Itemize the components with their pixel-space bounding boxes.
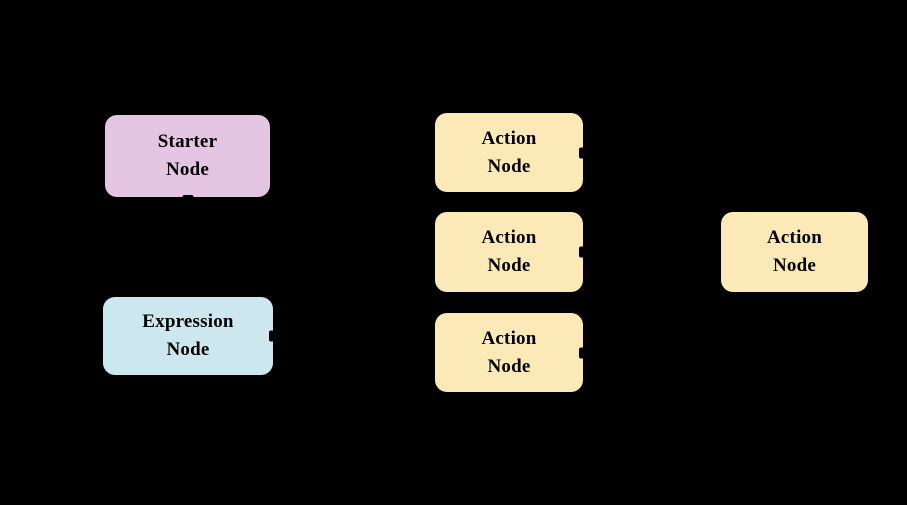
node-label-line-2: Node: [772, 255, 817, 276]
connector-port-right-icon[interactable]: [579, 147, 586, 158]
edge-expression-to-action-1: [272, 152, 435, 337]
node-label-line-1: Action: [481, 327, 537, 349]
node-label-line-1: Action: [766, 227, 823, 249]
node-label-line-2: Node: [487, 255, 531, 276]
edge-expression-to-action-3: [272, 335, 435, 353]
edge-action-3-to-action-4: [582, 251, 721, 353]
node-label-line-1: Action: [481, 227, 537, 249]
node-label-line-2: Node: [487, 355, 531, 377]
node-label-line-2: Node: [165, 159, 210, 180]
node-label-line-2: Node: [166, 339, 210, 360]
edge-expression-to-action-2: [272, 251, 435, 337]
connector-port-right-icon[interactable]: [579, 347, 586, 358]
node-label-line-1: Action: [481, 127, 537, 149]
node-label-line-1: Expression: [142, 311, 234, 333]
node-label-line-1: Starter: [157, 131, 218, 153]
connector-port-right-icon[interactable]: [579, 246, 586, 258]
node-label-line-2: Node: [487, 155, 531, 177]
connector-port-right-icon[interactable]: [269, 330, 276, 342]
connector-port-bottom-icon[interactable]: [182, 195, 193, 202]
edge-action-1-to-action-4: [582, 152, 721, 253]
